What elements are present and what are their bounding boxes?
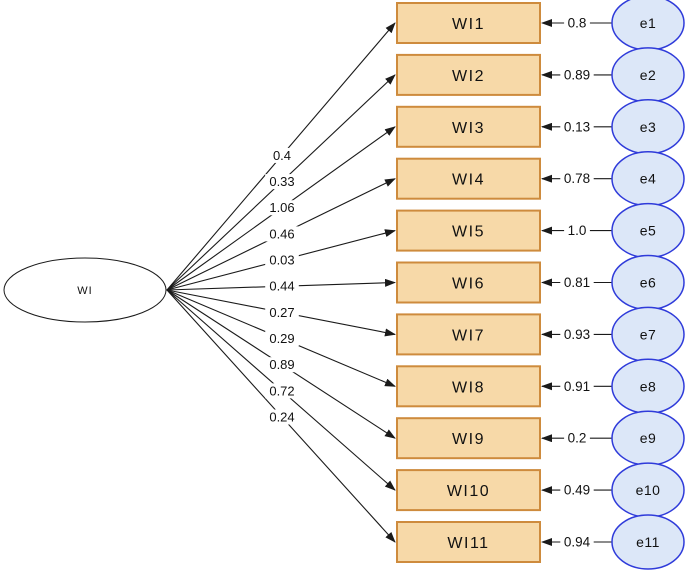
loading-label-mask [265,383,299,399]
loading-label-mask [265,252,299,268]
error-value-e11: 0.94 [564,535,591,550]
loading-value-WI10: 0.72 [269,383,294,398]
indicator-label-WI8: WI8 [452,379,485,396]
error-value-mask [560,67,594,83]
error-term-label-e3: e3 [640,119,657,135]
indicator-label-WI3: WI3 [452,120,485,137]
loading-label-mask [265,304,299,320]
indicator-label-WI2: WI2 [452,68,485,85]
error-value-e2: 0.89 [564,67,590,82]
loading-label-mask [265,174,299,190]
indicator-box-WI11 [396,521,541,563]
error-term-label-e2: e2 [640,67,657,83]
error-value-mask [564,223,590,239]
error-term-label-e11: e11 [636,534,660,550]
indicator-box-WI7 [396,313,541,356]
loading-label-mask [265,357,299,373]
loading-value-WI11: 0.24 [269,410,294,425]
latent-ellipse [3,257,167,323]
indicator-box-WI9 [396,417,541,460]
error-term-label-e7: e7 [640,326,657,342]
loading-value-WI9: 0.89 [269,357,294,372]
error-value-mask [564,15,590,31]
loading-value-WI5: 0.03 [269,253,294,268]
error-value-mask [560,326,594,342]
error-value-e8: 0.91 [564,379,590,394]
error-term-label-e10: e10 [636,482,661,498]
indicator-label-WI1: WI1 [452,16,485,33]
indicator-label-WI10: WI10 [447,483,490,500]
loading-label-mask [265,331,299,347]
error-value-e1: 0.8 [568,16,587,31]
indicator-label-WI11: WI11 [447,535,489,552]
error-value-e7: 0.93 [564,327,590,342]
indicator-label-WI4: WI4 [452,172,485,189]
indicator-box-WI4 [396,157,541,200]
indicator-box-WI3 [396,105,541,148]
error-value-mask [560,534,594,550]
error-ellipse-e11 [611,514,685,570]
loading-value-WI8: 0.29 [269,331,294,346]
error-value-e6: 0.81 [564,275,590,290]
error-value-mask [564,430,590,446]
error-value-mask [560,171,594,187]
loading-value-WI6: 0.44 [269,279,294,294]
error-value-mask [560,119,594,135]
error-value-e10: 0.49 [564,483,590,498]
indicator-box-WI8 [396,365,541,408]
loading-label-mask [268,147,296,163]
indicator-box-WI1 [396,2,541,44]
indicator-box-WI2 [396,53,541,96]
indicator-label-WI9: WI9 [452,431,485,448]
latent-label: WI [77,285,92,297]
error-value-e5: 1.0 [568,223,587,238]
indicator-label-WI7: WI7 [452,327,485,344]
loading-label-mask [265,200,299,216]
loading-value-WI1: 0.4 [273,148,291,163]
error-value-e4: 0.78 [564,171,590,186]
error-term-label-e5: e5 [640,223,657,239]
error-value-mask [560,482,594,498]
loading-value-WI3: 1.06 [269,200,294,215]
indicator-box-WI10 [396,469,541,512]
error-term-label-e1: e1 [640,15,657,31]
indicator-label-WI6: WI6 [452,276,485,293]
error-value-mask [560,378,594,394]
loading-value-WI7: 0.27 [269,305,294,320]
indicator-label-WI5: WI5 [452,224,485,241]
error-value-e3: 0.13 [564,119,590,134]
error-value-e9: 0.2 [568,431,587,446]
error-term-label-e9: e9 [640,430,657,446]
error-term-label-e8: e8 [640,378,657,394]
loading-value-WI2: 0.33 [269,174,294,189]
loading-value-WI4: 0.46 [269,226,294,241]
loading-label-mask [265,278,299,294]
error-term-label-e6: e6 [640,275,657,291]
indicator-box-WI5 [396,209,541,252]
error-value-mask [560,275,594,290]
loading-label-mask [265,226,299,242]
indicator-box-WI6 [396,261,541,304]
loading-label-mask [265,409,299,425]
error-term-label-e4: e4 [640,171,657,187]
